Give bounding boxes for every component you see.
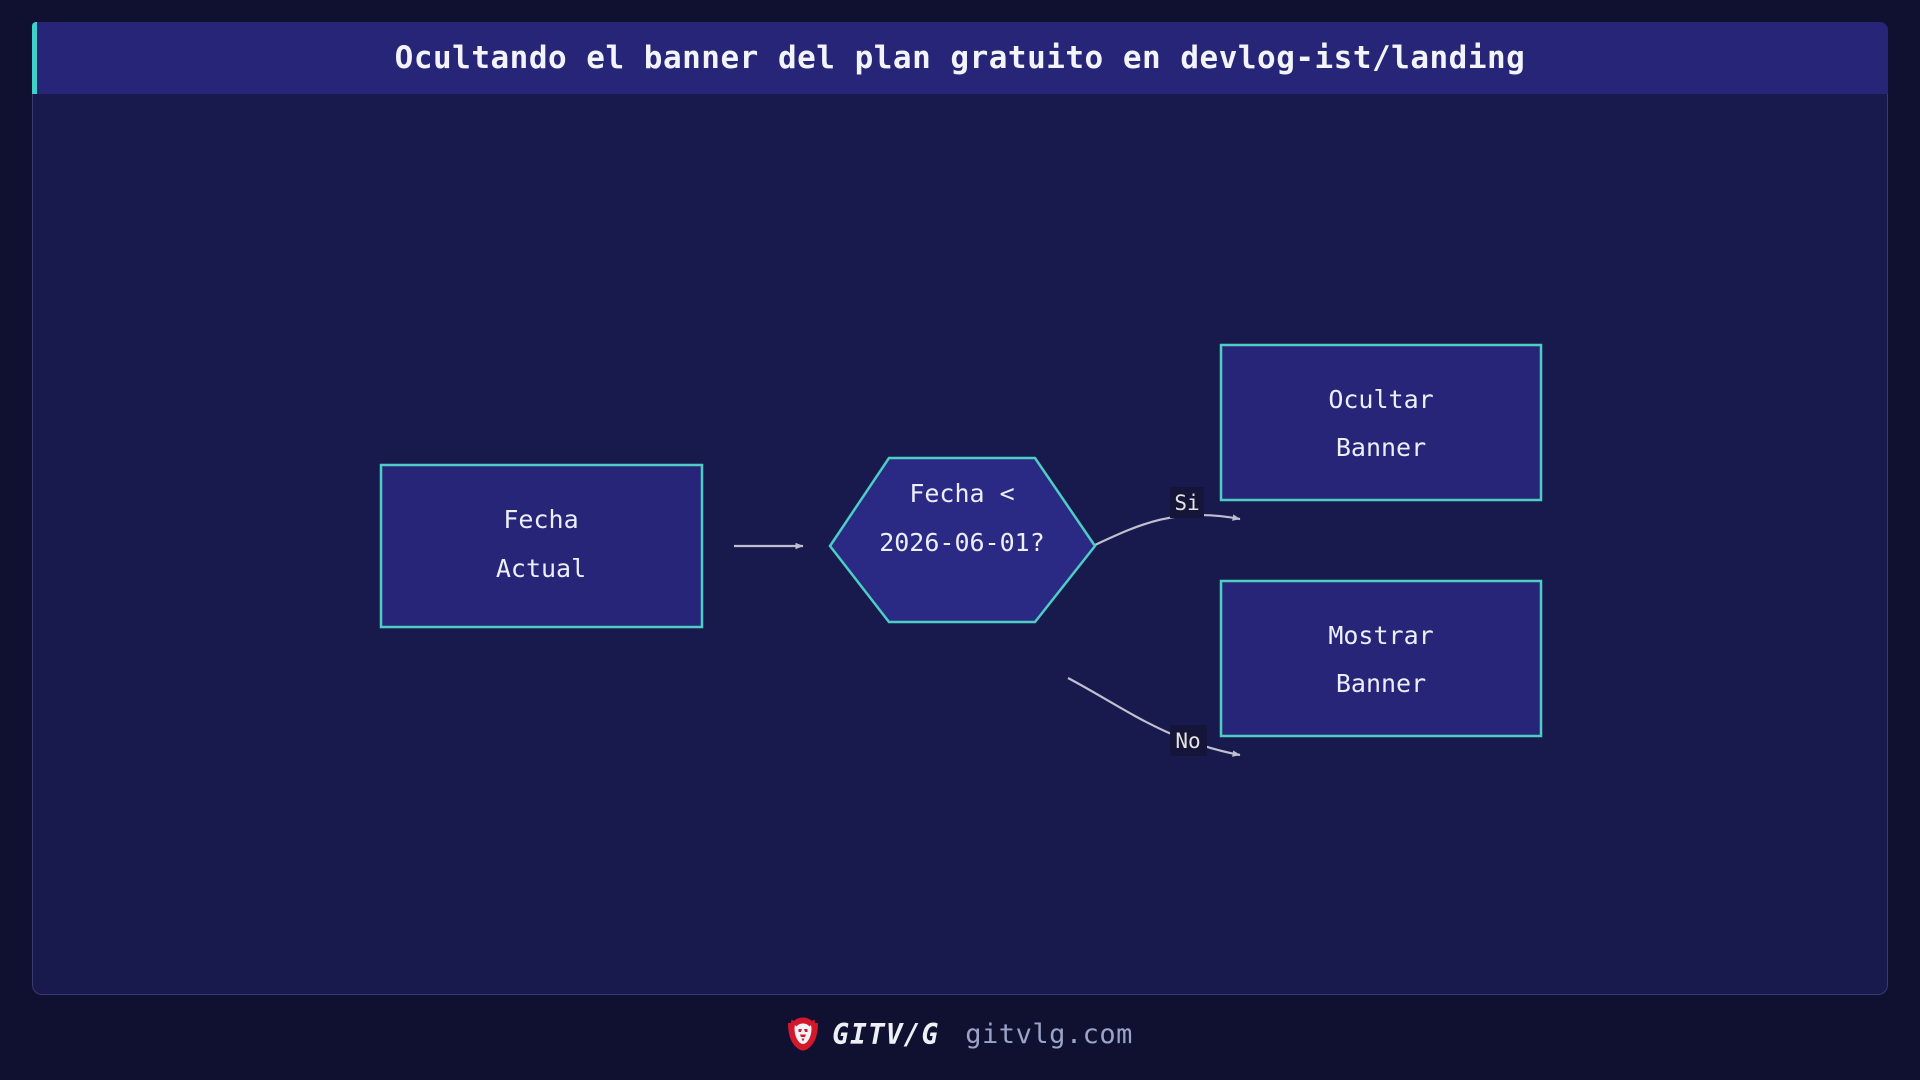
flowchart-canvas: Si No Fecha Actual Fecha < 2026-06-01? <box>379 343 1543 757</box>
node-decision-fecha[interactable]: Fecha < 2026-06-01? <box>828 456 1097 624</box>
window-title-bar: Ocultando el banner del plan gratuito en… <box>32 22 1888 94</box>
lion-head-icon <box>788 1017 819 1051</box>
page-title: Ocultando el banner del plan gratuito en… <box>394 39 1526 76</box>
edge-label-no: No <box>1175 729 1200 753</box>
node-ocultar-line1: Ocultar <box>1328 385 1433 414</box>
diagram-panel: Si No Fecha Actual Fecha < 2026-06-01? <box>32 94 1888 995</box>
node-decision-line2: 2026-06-01? <box>879 528 1045 557</box>
footer-brand-name: GITV/G <box>832 1017 940 1051</box>
edge-label-no-background <box>1170 725 1207 756</box>
node-mostrar-banner[interactable]: Mostrar Banner <box>1219 579 1543 738</box>
title-accent-bar <box>32 22 37 94</box>
node-fecha-actual-line1: Fecha <box>503 505 578 534</box>
footer-domain: gitvlg.com <box>965 1018 1133 1050</box>
node-mostrar-line1: Mostrar <box>1328 621 1433 650</box>
edge-label-yes-background <box>1170 487 1204 518</box>
node-ocultar-banner[interactable]: Ocultar Banner <box>1219 343 1543 502</box>
node-mostrar-line2: Banner <box>1336 669 1426 698</box>
edge-label-yes: Si <box>1174 491 1199 515</box>
edge-decision-to-mostrar: No <box>1067 677 1241 757</box>
node-decision-line1: Fecha < <box>909 479 1014 508</box>
node-ocultar-line2: Banner <box>1336 433 1426 462</box>
node-fecha-actual[interactable]: Fecha Actual <box>379 463 704 629</box>
node-fecha-actual-line2: Actual <box>496 554 586 583</box>
footer-bar: GITV/G gitvlg.com <box>0 1006 1920 1062</box>
